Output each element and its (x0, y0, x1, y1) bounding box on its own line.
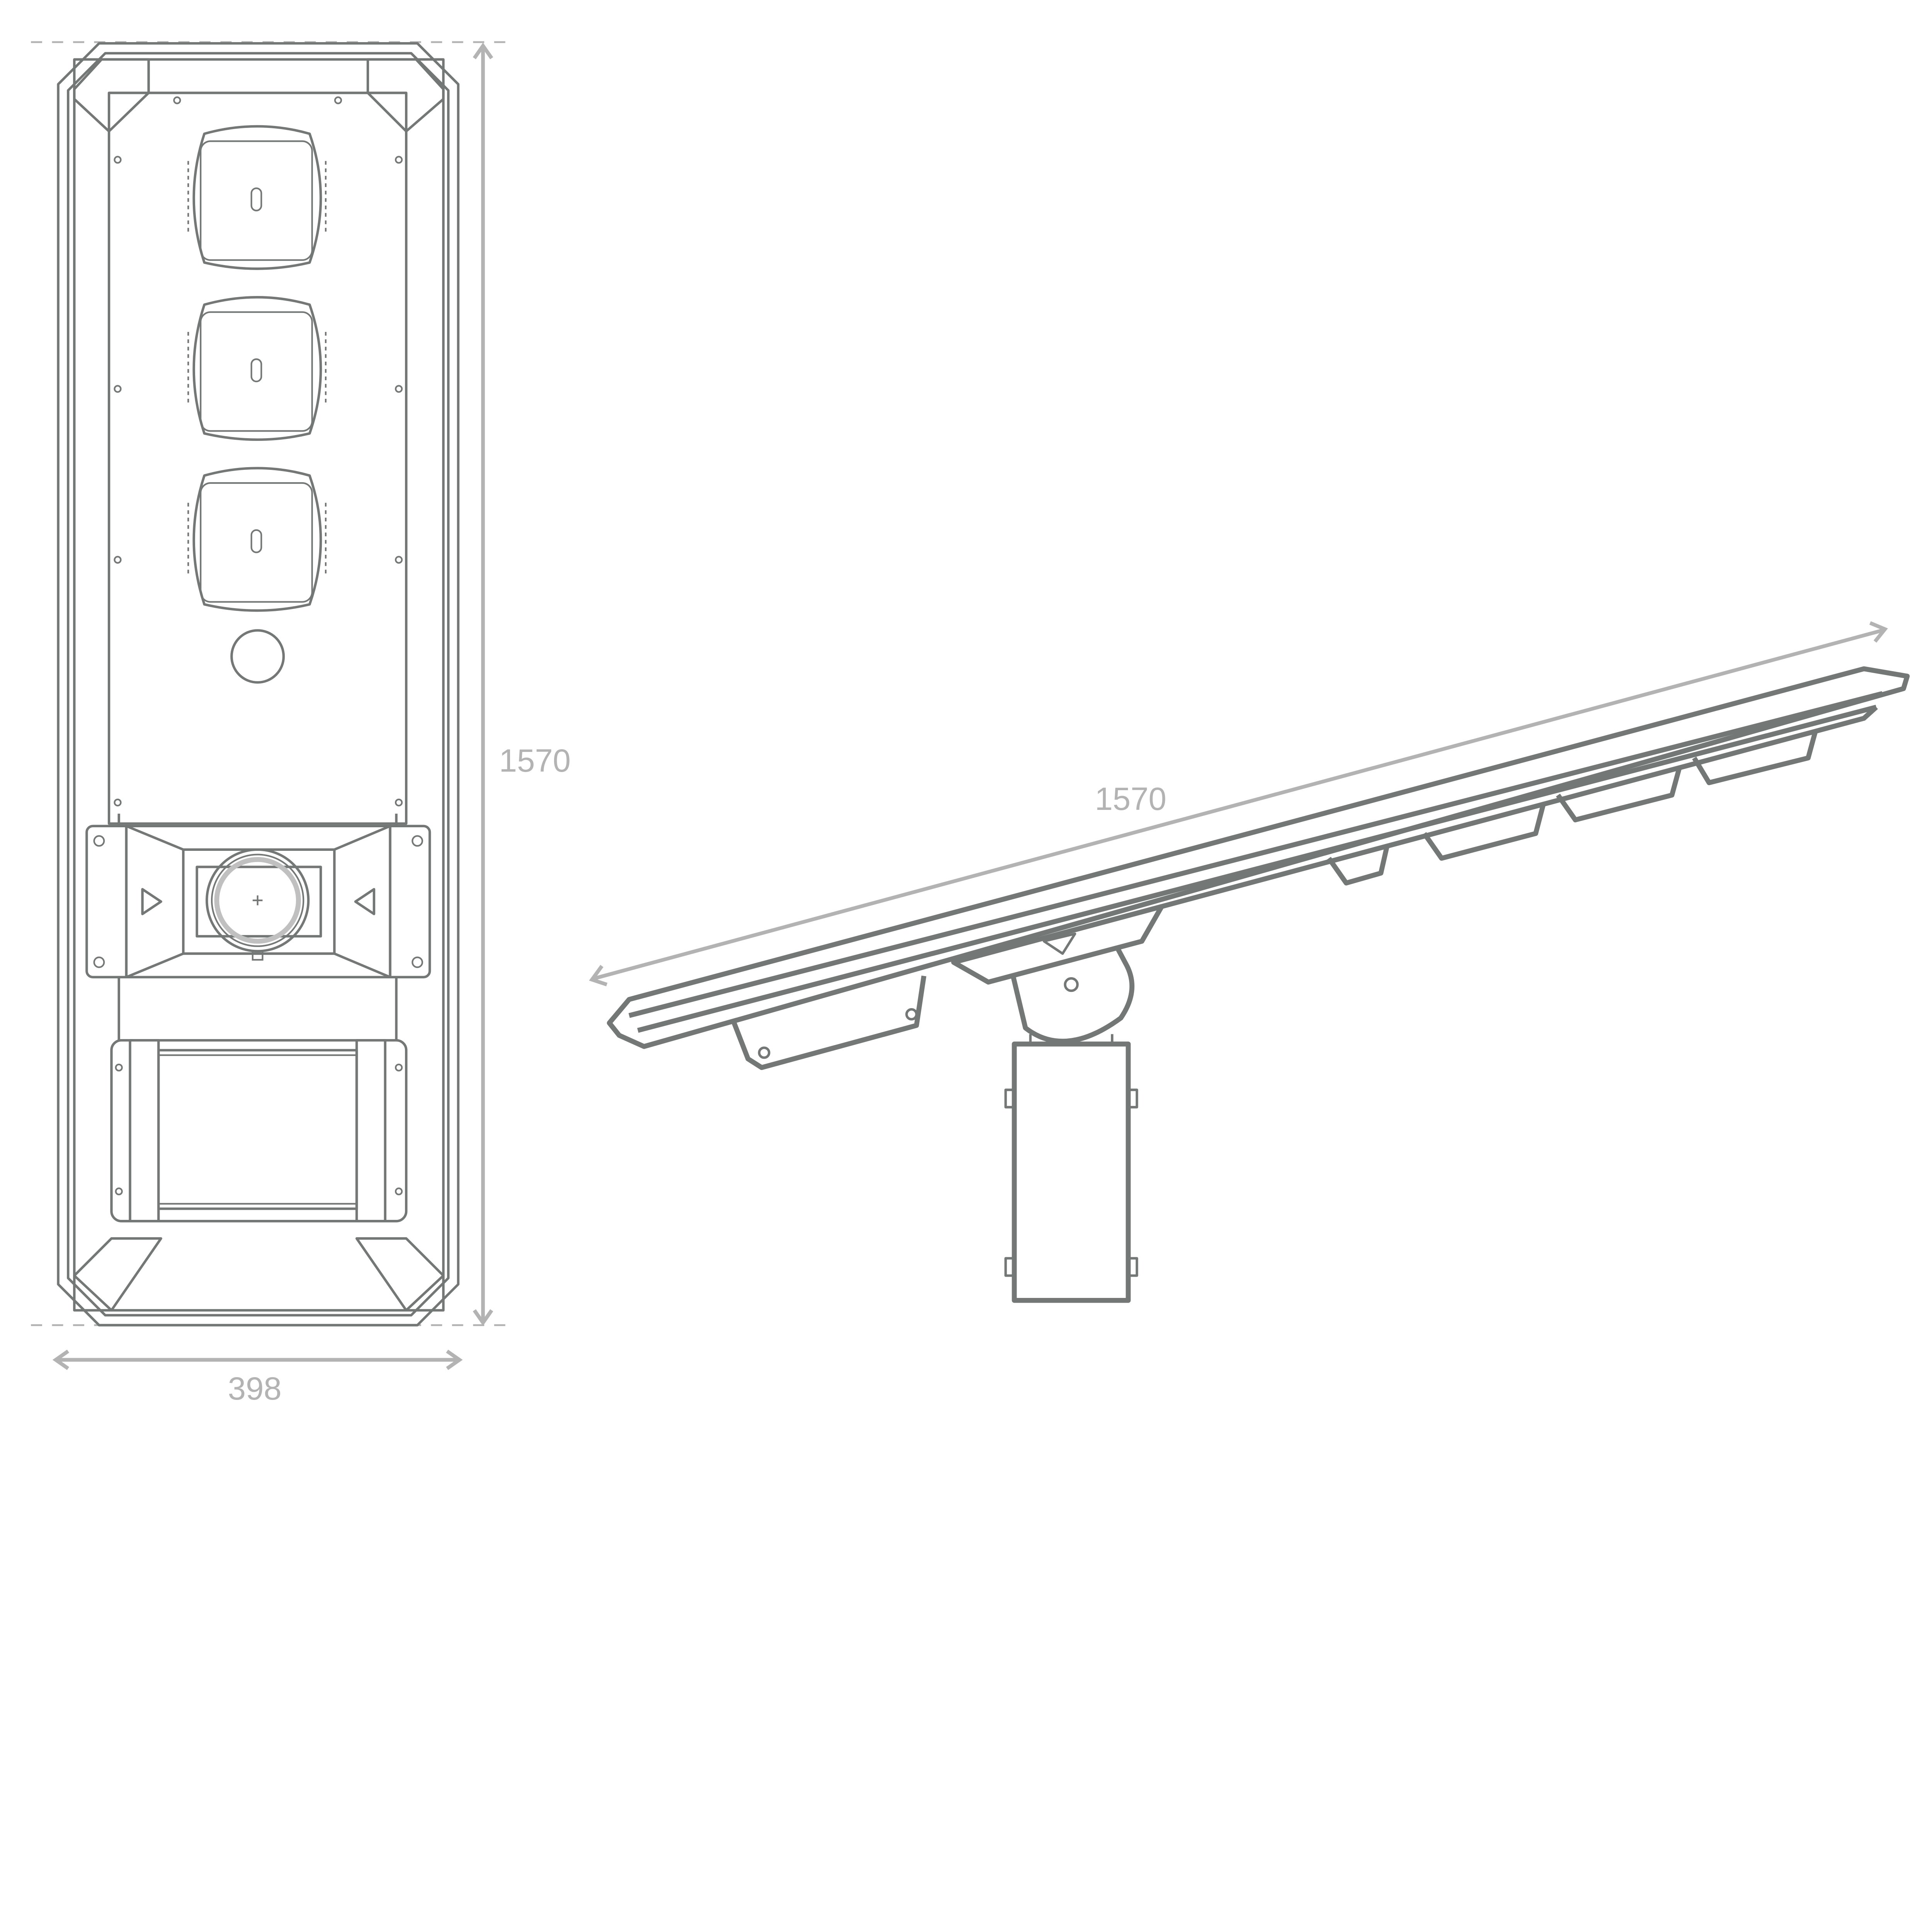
length-label: 1570 (1095, 781, 1166, 817)
led-module-2 (187, 296, 327, 441)
frame-rim (73, 58, 445, 1312)
solar-panel (107, 92, 408, 825)
led-housings (731, 730, 1818, 1070)
corner-bottom-right (355, 1237, 445, 1312)
outer-frame-inner (67, 52, 450, 1317)
outer-frame (57, 42, 460, 1327)
side-view: 1570 (589, 621, 1910, 1303)
width-label: 398 (228, 1371, 282, 1406)
panel-rail (607, 666, 1910, 1049)
led-module-1 (187, 125, 327, 270)
arrow-right-icon (141, 888, 162, 915)
height-label: 1570 (499, 743, 571, 779)
screw-holes (114, 96, 403, 807)
pole-mount (951, 904, 1164, 1303)
pole (1012, 1041, 1131, 1303)
corner-top-left (73, 58, 150, 133)
center-cross-icon (252, 895, 263, 905)
sensor (230, 629, 285, 684)
technical-drawing: 1570 398 1570 (31, 41, 1910, 1406)
mounting-bracket (85, 813, 431, 1041)
arrow-left-icon (354, 888, 376, 915)
width-dimension: 398 (52, 1349, 463, 1406)
corner-bottom-left (73, 1237, 162, 1312)
led-module-3 (187, 467, 327, 612)
battery-box (110, 1039, 408, 1223)
length-dimension: 1570 (589, 621, 1888, 986)
front-view: 1570 398 (31, 41, 571, 1406)
height-dimension: 1570 (473, 43, 571, 1326)
